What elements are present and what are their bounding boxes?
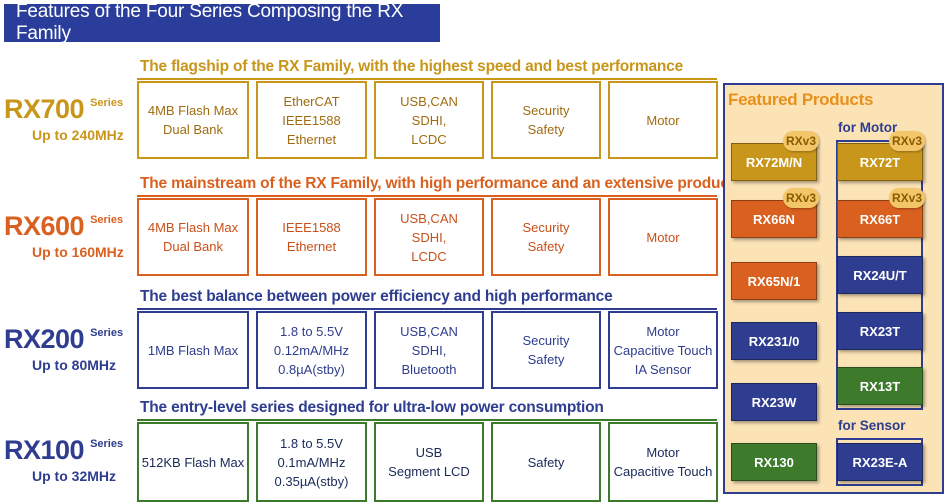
rxv3-badge: RXv3	[783, 188, 819, 208]
rx200-name-text: RX200	[4, 324, 85, 354]
rx600-heading-underline	[137, 195, 717, 197]
rxv3-badge: RXv3	[889, 188, 925, 208]
rx600-feature-box: Motor	[608, 198, 718, 276]
rx200-feature-box: 1.8 to 5.5V 0.12mA/MHz 0.8µA(stby)	[256, 311, 367, 389]
product-chip-rx23e-a: RX23E-A	[837, 443, 923, 481]
rx700-feature-box: Motor	[608, 81, 718, 159]
rx200-feature-box: 1MB Flash Max	[137, 311, 249, 389]
rx700-feature-box: USB,CAN SDHI, LCDC	[374, 81, 484, 159]
rx600-feature-box: USB,CAN SDHI, LCDC	[374, 198, 484, 276]
rx700-feature-box: Security Safety	[491, 81, 601, 159]
rx100-feature-box: Safety	[491, 422, 601, 502]
rx700-max-speed: Up to 240MHz	[32, 127, 124, 143]
rx100-heading: The entry-level series designed for ultr…	[140, 399, 604, 416]
product-chip-rx23w: RX23W	[731, 383, 817, 421]
rx700-feature-box: 4MB Flash Max Dual Bank	[137, 81, 249, 159]
rxv3-badge: RXv3	[783, 131, 819, 151]
rx100-feature-box: 1.8 to 5.5V 0.1mA/MHz 0.35µA(stby)	[256, 422, 367, 502]
rx200-heading: The best balance between power efficienc…	[140, 288, 613, 305]
rx100-feature-box: 512KB Flash Max	[137, 422, 249, 502]
featured-products-title: Featured Products	[728, 90, 874, 109]
product-chip-rx13t: RX13T	[837, 367, 923, 405]
sensor-group-label: for Sensor	[838, 418, 906, 433]
rx700-heading-underline	[137, 78, 717, 80]
rx200-feature-box: USB,CAN SDHI, Bluetooth	[374, 311, 484, 389]
rx700-series-name: RX700 Series	[4, 94, 123, 125]
rxv3-badge: RXv3	[889, 131, 925, 151]
rx200-feature-box: Motor Capacitive Touch IA Sensor	[608, 311, 718, 389]
rx100-max-speed: Up to 32MHz	[32, 468, 116, 484]
rx700-heading: The flagship of the RX Family, with the …	[140, 58, 683, 75]
rx700-name-text: RX700	[4, 94, 85, 124]
rx100-feature-box: USB Segment LCD	[374, 422, 484, 502]
product-chip-rx130: RX130	[731, 443, 817, 481]
rx600-feature-box: Security Safety	[491, 198, 601, 276]
rx700-series-suffix: Series	[90, 97, 124, 109]
product-chip-rx72t: RX72T	[837, 143, 923, 181]
rx200-heading-underline	[137, 308, 717, 310]
rx200-series-suffix: Series	[90, 327, 124, 339]
rx600-series-name: RX600 Series	[4, 211, 123, 242]
rx600-feature-box: IEEE1588 Ethernet	[256, 198, 367, 276]
rx100-name-text: RX100	[4, 435, 85, 465]
rx200-max-speed: Up to 80MHz	[32, 357, 116, 373]
rx200-series-name: RX200 Series	[4, 324, 123, 355]
page-title: Features of the Four Series Composing th…	[4, 1, 440, 44]
product-chip-rx65n-1: RX65N/1	[731, 262, 817, 300]
motor-group-label: for Motor	[838, 120, 898, 135]
rx600-feature-box: 4MB Flash Max Dual Bank	[137, 198, 249, 276]
rx100-series-name: RX100 Series	[4, 435, 123, 466]
rx100-heading-underline	[137, 419, 717, 421]
rx100-series-suffix: Series	[90, 438, 124, 450]
rx600-max-speed: Up to 160MHz	[32, 244, 124, 260]
rx100-feature-box: Motor Capacitive Touch	[608, 422, 718, 502]
rx600-name-text: RX600	[4, 211, 85, 241]
rx200-feature-box: Security Safety	[491, 311, 601, 389]
rx700-feature-box: EtherCAT IEEE1588 Ethernet	[256, 81, 367, 159]
product-chip-rx231-0: RX231/0	[731, 322, 817, 360]
product-chip-rx24u-t: RX24U/T	[837, 256, 923, 294]
rx600-heading: The mainstream of the RX Family, with hi…	[140, 175, 783, 192]
rx600-series-suffix: Series	[90, 214, 124, 226]
product-chip-rx23t: RX23T	[837, 312, 923, 350]
